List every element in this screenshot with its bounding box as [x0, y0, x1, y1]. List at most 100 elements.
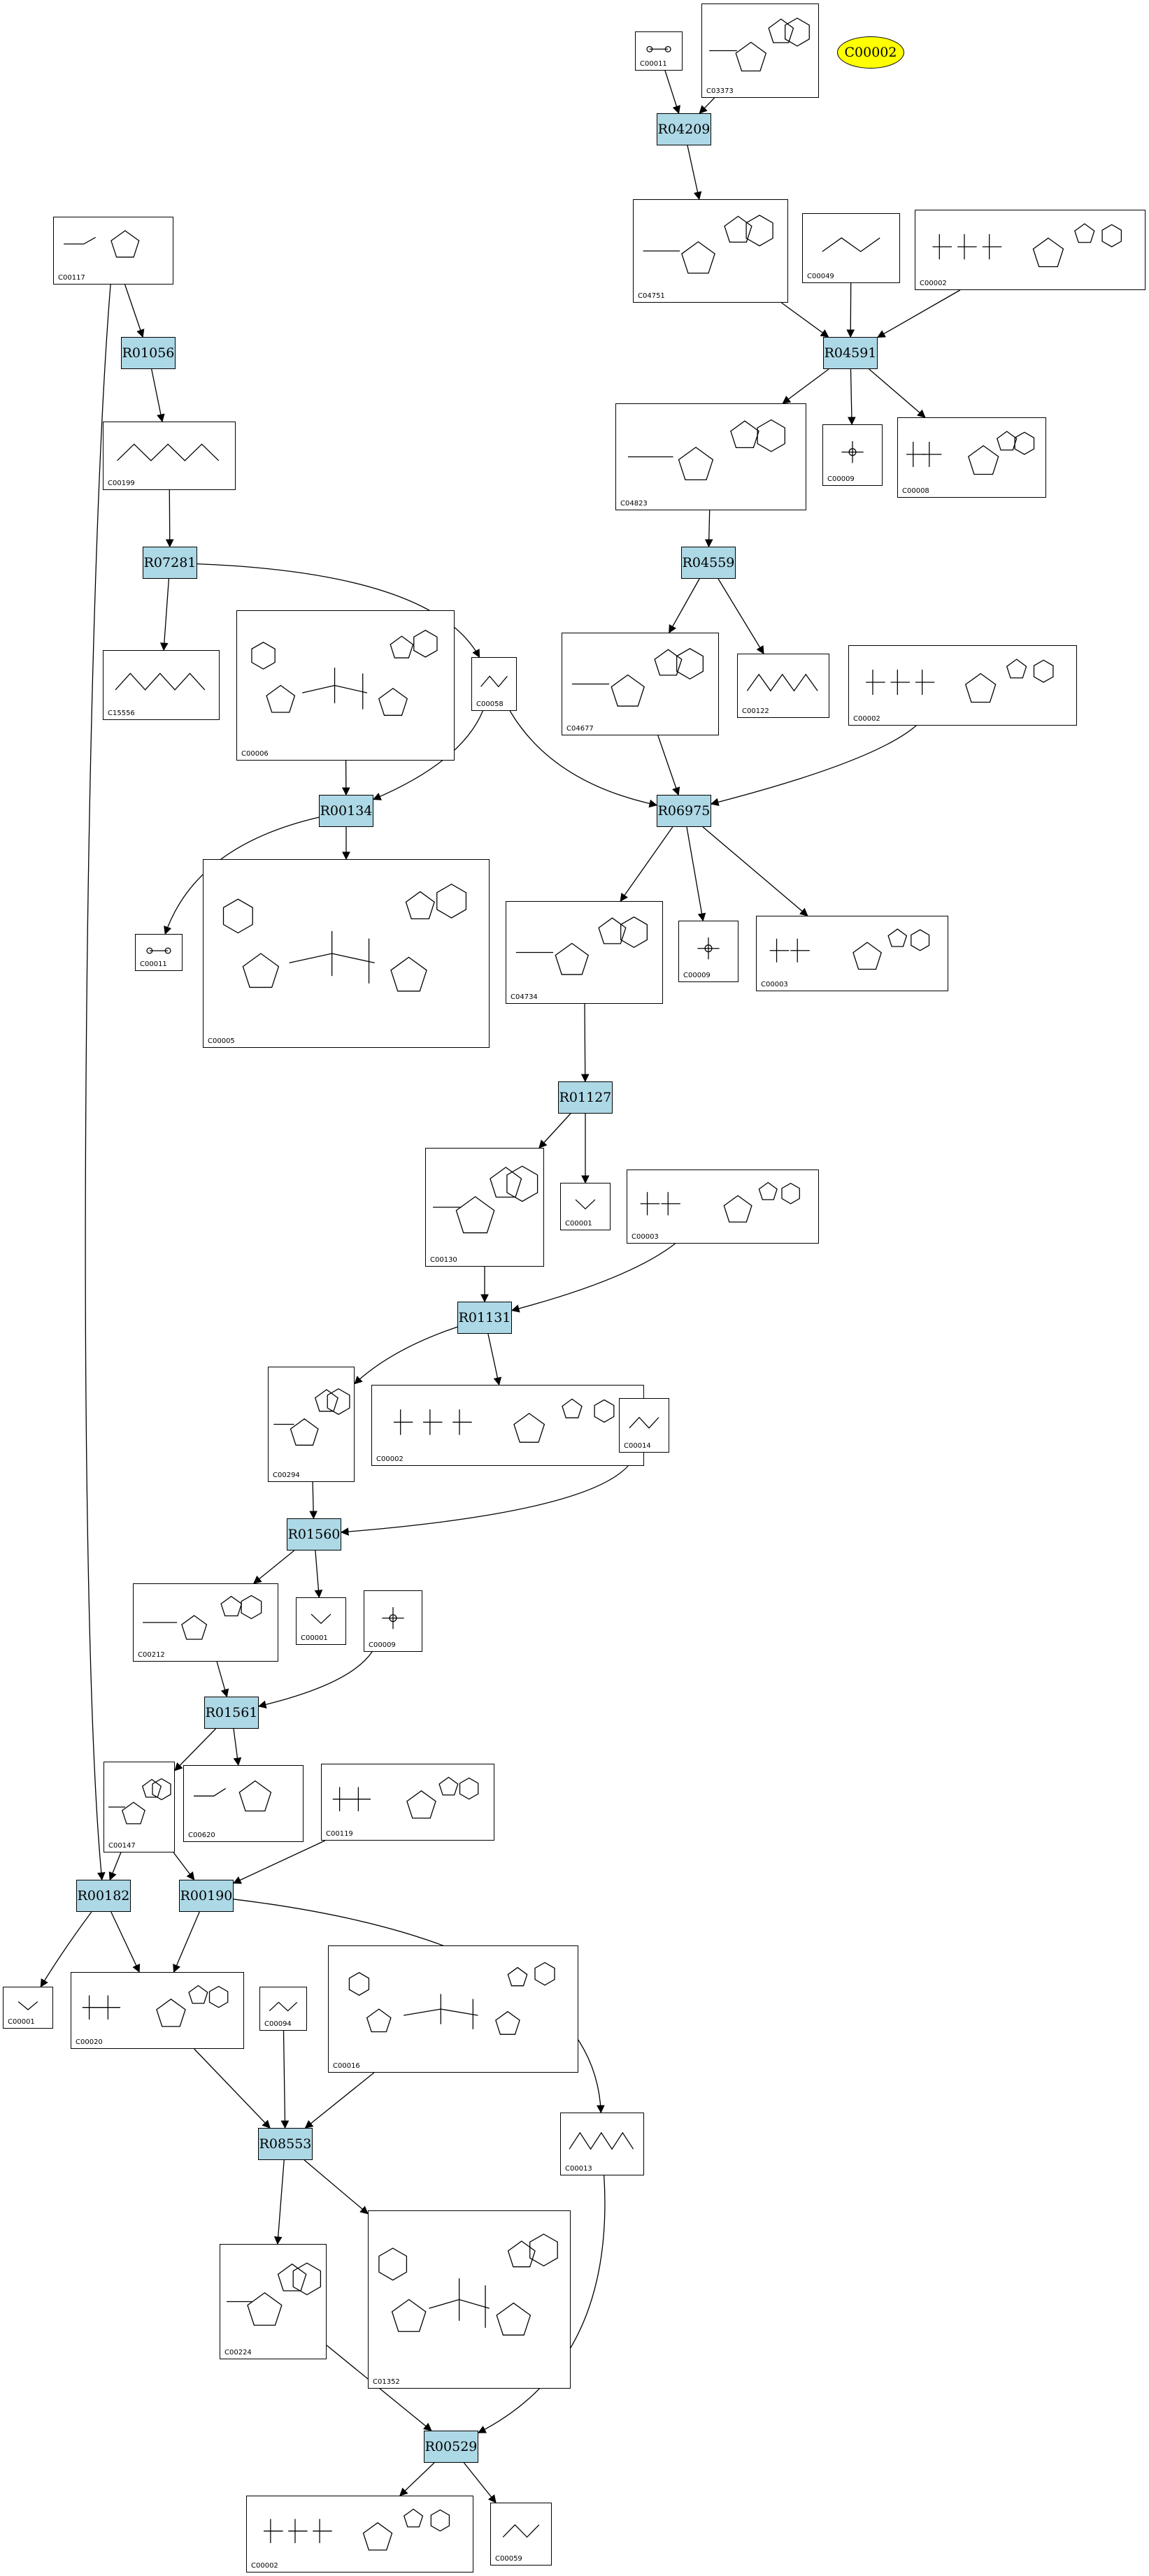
reaction-r07281[interactable]: R07281 [143, 547, 197, 579]
compound-id: C00001 [301, 1634, 328, 1642]
reaction-r00134[interactable]: R00134 [319, 795, 373, 827]
structure-sketch [108, 1778, 171, 1825]
compound-id: C00147 [108, 1842, 136, 1850]
structure-sketch [382, 1607, 404, 1629]
structure-sketch [569, 2131, 634, 2150]
compound-c00212[interactable]: C00212 [133, 1583, 278, 1662]
edge-n24-to-r01131 [511, 1243, 676, 1313]
compound-c00011[interactable]: C00011 [135, 934, 183, 971]
compound-c00002[interactable]: C00002 [848, 645, 1077, 726]
edge-r01127-to-n22 [538, 1113, 571, 1149]
compound-c15556[interactable]: C15556 [103, 650, 220, 720]
edge-n3-to-r01056 [124, 284, 145, 338]
compound-c00294[interactable]: C00294 [268, 1367, 355, 1482]
edge-n8-to-r04559 [704, 510, 713, 548]
compound-c00005[interactable]: C00005 [203, 859, 490, 1048]
compound-c04823[interactable]: C04823 [615, 403, 806, 510]
structure-sketch [571, 648, 704, 707]
compound-id: C00117 [58, 274, 85, 282]
compound-c00224[interactable]: C00224 [220, 2244, 327, 2359]
compound-c00059[interactable]: C00059 [490, 2503, 552, 2566]
structure-sketch [251, 629, 438, 716]
reaction-r01131[interactable]: R01131 [457, 1302, 512, 1334]
compound-id: C00002 [920, 280, 947, 287]
structure-sketch [709, 17, 810, 72]
structure-sketch [269, 2001, 298, 2012]
structure-sketch [115, 672, 206, 691]
compound-id: C15556 [108, 710, 135, 717]
compound-c01352[interactable]: C01352 [368, 2210, 571, 2389]
compound-c04751[interactable]: C04751 [633, 199, 788, 303]
reaction-r00190[interactable]: R00190 [179, 1880, 234, 1912]
edge-r00529-to-n42 [463, 2462, 497, 2503]
compound-c04734[interactable]: C04734 [506, 901, 663, 1004]
reaction-r01560[interactable]: R01560 [287, 1518, 341, 1550]
compound-id: C00011 [140, 960, 167, 968]
compound-c00014[interactable]: C00014 [619, 1398, 669, 1453]
edge-n14-to-r06975 [657, 735, 680, 796]
compound-id: C00002 [853, 715, 880, 723]
edge-n1-to-r04209 [664, 70, 680, 115]
edge-n35-to-r08553 [194, 2048, 271, 2129]
compound-c00130[interactable]: C00130 [425, 1148, 544, 1267]
compound-c00049[interactable]: C00049 [802, 213, 900, 283]
compound-c00009[interactable]: C00009 [822, 424, 883, 486]
compound-id: C03373 [706, 87, 734, 95]
compound-c00020[interactable]: C00020 [71, 1972, 244, 2049]
structure-sketch [932, 223, 1122, 268]
reaction-r04559[interactable]: R04559 [681, 547, 736, 579]
compound-c00094[interactable]: C00094 [259, 1987, 307, 2031]
compound-c00199[interactable]: C00199 [103, 422, 236, 490]
structure-sketch [697, 937, 720, 960]
edge-r04591-to-n10 [869, 368, 926, 418]
compound-id: C00122 [742, 707, 769, 715]
structure-sketch [348, 1962, 555, 2035]
edge-n36-to-r08553 [280, 2030, 290, 2129]
reaction-r00529[interactable]: R00529 [424, 2431, 478, 2463]
reaction-r00182[interactable]: R00182 [76, 1880, 131, 1912]
compound-c00147[interactable]: C00147 [104, 1762, 175, 1852]
map-label-ellipse[interactable]: C00002 [837, 36, 904, 69]
compound-c00117[interactable]: C00117 [53, 217, 173, 285]
compound-id: C00009 [827, 475, 855, 483]
edge-r08553-to-n40 [304, 2159, 369, 2215]
compound-c00001[interactable]: C00001 [296, 1597, 346, 1645]
reaction-r01056[interactable]: R01056 [121, 337, 176, 369]
compound-c00119[interactable]: C00119 [321, 1764, 494, 1841]
edge-r04209-to-n4 [687, 145, 702, 201]
reaction-r06975[interactable]: R06975 [657, 795, 711, 827]
structure-sketch [629, 1416, 659, 1429]
compound-id: C00001 [8, 2018, 35, 2026]
compound-c00002[interactable]: C00002 [371, 1385, 644, 1466]
edge-n6-to-r04591 [876, 289, 961, 338]
compound-c00006[interactable]: C00006 [236, 610, 455, 761]
compound-c00001[interactable]: C00001 [560, 1183, 611, 1230]
compound-c00009[interactable]: C00009 [364, 1590, 422, 1652]
edge-n5-to-r04591 [846, 282, 855, 338]
reaction-r08553[interactable]: R08553 [258, 2128, 313, 2160]
reaction-r01561[interactable]: R01561 [204, 1697, 259, 1729]
compound-id: C00199 [108, 480, 135, 487]
compound-id: C00011 [640, 60, 667, 68]
compound-c00011[interactable]: C00011 [635, 31, 683, 71]
compound-c00058[interactable]: C00058 [471, 657, 517, 711]
reaction-r01127[interactable]: R01127 [558, 1081, 613, 1114]
compound-c00122[interactable]: C00122 [737, 654, 829, 718]
compound-c00016[interactable]: C00016 [328, 1945, 578, 2073]
compound-c00001[interactable]: C00001 [3, 1987, 53, 2029]
compound-c00013[interactable]: C00013 [560, 2113, 644, 2175]
compound-id: C00058 [476, 700, 504, 708]
compound-c04677[interactable]: C04677 [562, 633, 719, 735]
structure-sketch [643, 215, 773, 274]
reaction-r04591[interactable]: R04591 [823, 337, 878, 369]
compound-c00002[interactable]: C00002 [915, 210, 1146, 290]
compound-c00008[interactable]: C00008 [897, 417, 1046, 498]
compound-c00620[interactable]: C00620 [183, 1765, 304, 1842]
compound-c03373[interactable]: C03373 [701, 3, 819, 98]
compound-c00003[interactable]: C00003 [627, 1170, 819, 1244]
compound-c00003[interactable]: C00003 [756, 916, 948, 991]
compound-c00002[interactable]: C00002 [246, 2496, 473, 2573]
compound-id: C00003 [761, 981, 788, 988]
compound-c00009[interactable]: C00009 [678, 921, 738, 982]
reaction-r04209[interactable]: R04209 [657, 113, 711, 145]
